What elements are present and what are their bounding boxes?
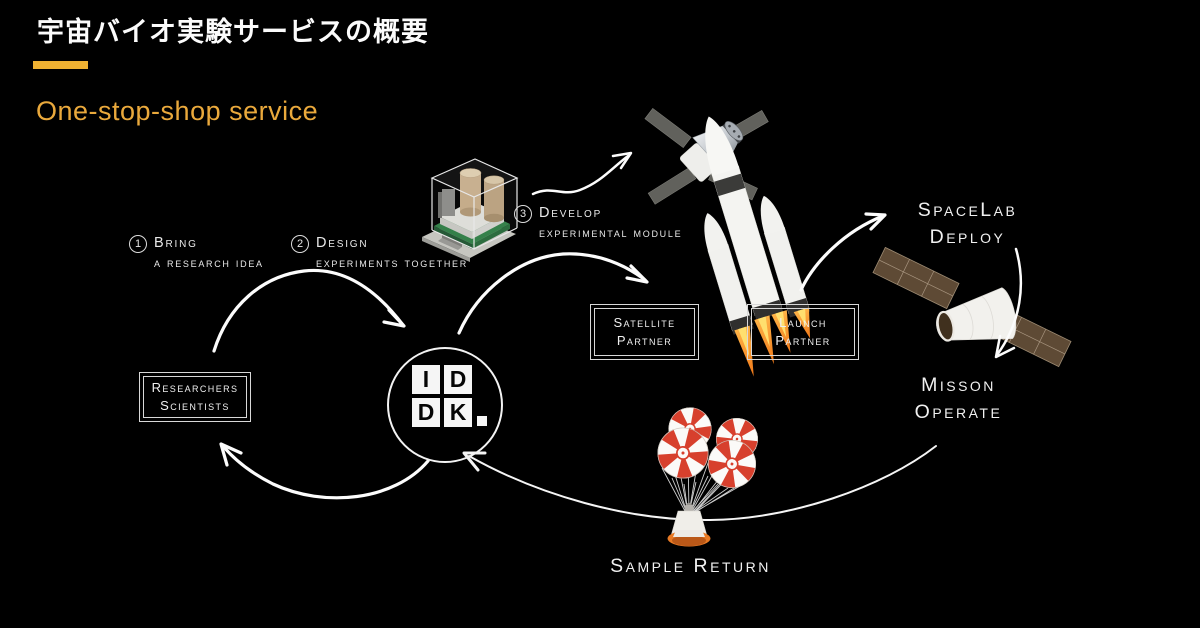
iddk-letter-d2: D (412, 398, 440, 427)
researchers-box-line1: Researchers (151, 380, 239, 396)
satellite-partner-line2: Partner (616, 332, 673, 348)
spacelab-deploy-label: SpaceLab Deploy (885, 197, 1050, 252)
satellite-partner-line1: Satellite (613, 315, 676, 331)
arrow-module-to-orion (531, 151, 633, 196)
step-2: 2 Design experiments together (291, 234, 468, 274)
title-accent-bar (33, 61, 88, 69)
arrow-launch-to-spacelab (799, 212, 887, 292)
launch-partner-line2: Partner (775, 332, 831, 348)
step-1: 1 Bring a research idea (129, 234, 264, 274)
step-3-number: 3 (514, 205, 532, 223)
iddk-letter-d1: D (444, 365, 472, 394)
iddk-logo-grid: I D D K (412, 365, 472, 427)
iddk-logo: I D D K . (387, 347, 503, 463)
arrow-iddk-to-researchers (219, 442, 430, 500)
iddk-letter-k: K (444, 398, 472, 427)
spacelab-deploy-line2: Deploy (929, 226, 1006, 249)
step-1-title: Bring (154, 235, 198, 251)
sample-return-label: Sample Return (610, 555, 771, 577)
satellite-icon (872, 246, 1072, 368)
step-2-subtitle: experiments together (316, 254, 468, 270)
iddk-logo-dot: . (477, 416, 487, 426)
step-2-number: 2 (291, 235, 309, 253)
launch-partner-line1: Launch (779, 315, 827, 331)
iddk-letter-i: I (412, 365, 440, 394)
mission-operate-label: Misson Operate (876, 372, 1041, 427)
launch-partner-box: Launch Partner (747, 304, 859, 360)
researchers-box-line2: Scientists (160, 397, 230, 413)
spacelab-deploy-line1: SpaceLab (917, 199, 1018, 221)
researchers-box: Researchers Scientists (139, 372, 251, 422)
step-3-subtitle: experimental module (539, 224, 683, 240)
subtitle: One-stop-shop service (36, 96, 319, 126)
rocket-icon (704, 116, 811, 377)
step-3-title: Develop (539, 205, 603, 221)
step-3: 3 Develop experimental module (514, 204, 682, 244)
step-2-title: Design (316, 235, 369, 251)
page-title: 宇宙バイオ実験サービスの概要 (37, 17, 429, 47)
step-1-subtitle: a research idea (154, 254, 264, 270)
mission-operate-line1: Misson (921, 374, 996, 396)
experimental-module-icon (422, 158, 519, 262)
mission-operate-line2: Operate (914, 401, 1003, 424)
satellite-partner-box: Satellite Partner (590, 304, 699, 360)
sample-return-capsule-icon (654, 403, 761, 547)
arrow-spacelab-to-mission (994, 247, 1023, 359)
arrow-iddk-to-satellite-partner (457, 252, 649, 335)
arrow-researchers-to-iddk (212, 268, 406, 353)
step-1-number: 1 (129, 235, 147, 253)
